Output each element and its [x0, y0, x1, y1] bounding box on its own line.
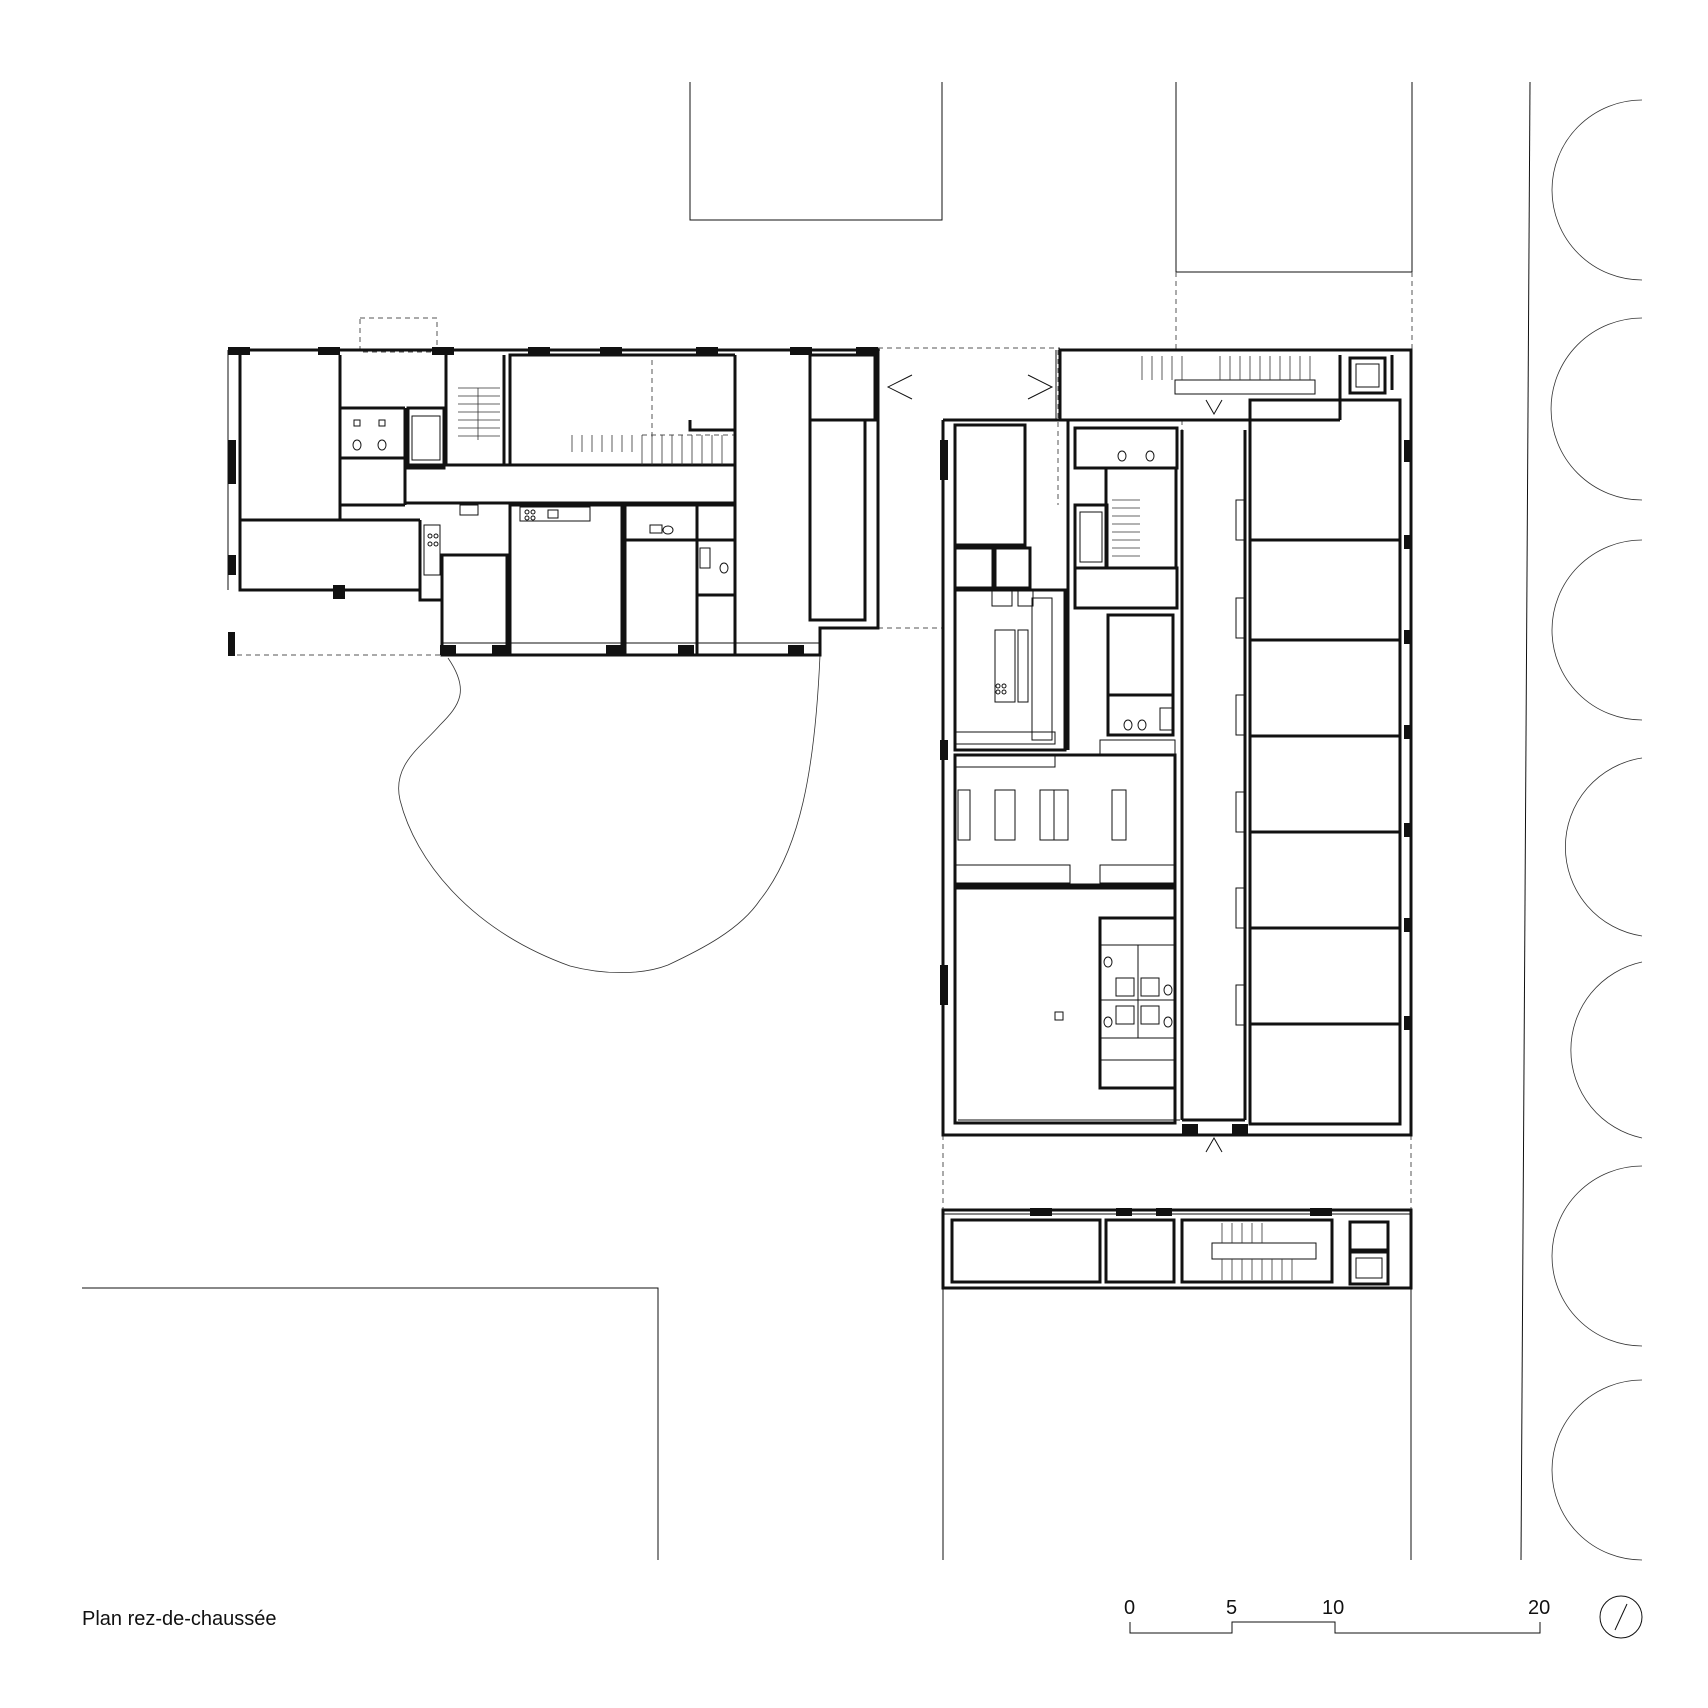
scale-bar-line	[1129, 1621, 1541, 1634]
drawing-title: Plan rez-de-chaussée	[82, 1608, 277, 1630]
tree-canopy	[1551, 99, 1643, 281]
tree-canopy	[1550, 317, 1643, 501]
garden-path	[398, 654, 821, 973]
tree-canopy	[1551, 1165, 1643, 1347]
site-context	[82, 81, 1643, 1561]
entry-arrow-right-icon	[1027, 374, 1054, 400]
entry-arrow-left-icon	[886, 374, 913, 400]
neighbour-building-top-right	[1175, 82, 1413, 273]
east-west-rooms	[953, 423, 1180, 1125]
neighbour-building-top-left	[689, 82, 943, 221]
neighbour-building-bottom-left	[82, 1287, 659, 1560]
east-core	[1066, 420, 1179, 750]
street-edge-line	[1520, 81, 1531, 1561]
tree-canopy	[1551, 539, 1643, 721]
north-arrow-icon	[1599, 1595, 1643, 1639]
entry-arrows	[886, 374, 1223, 1153]
east-wc-block	[1098, 916, 1177, 1090]
scale-tick-label: 10	[1322, 1597, 1344, 1619]
west-building	[227, 347, 880, 657]
scale-tick-label: 20	[1528, 1597, 1550, 1619]
tree-canopy	[1565, 757, 1643, 937]
south-annex	[941, 1208, 1413, 1290]
west-interior-walls	[240, 353, 877, 657]
west-stair	[458, 387, 723, 465]
entry-arrow-up-icon	[1205, 1136, 1223, 1153]
east-building	[940, 348, 1413, 1137]
scale-tick-label: 0	[1124, 1597, 1135, 1619]
entry-arrow-down-icon	[1205, 399, 1223, 416]
scale-tick-label: 5	[1226, 1597, 1237, 1619]
scale-bar: 0 5 10 20	[1124, 1597, 1550, 1634]
tree-canopy	[1570, 961, 1643, 1139]
east-facade-piers	[940, 440, 1412, 1136]
tree-canopy	[1551, 1379, 1643, 1561]
street-trees	[1550, 99, 1643, 1561]
east-room-row	[1235, 398, 1402, 1126]
east-north-stair	[1060, 355, 1394, 422]
facade-piers	[228, 347, 878, 655]
